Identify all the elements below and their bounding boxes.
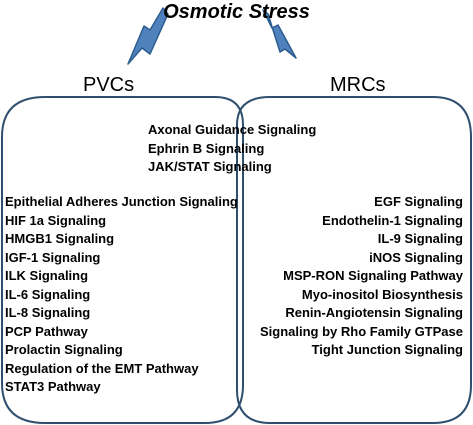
- mrcs-label: MRCs: [330, 74, 386, 96]
- shared-item: Axonal Guidance Signaling: [148, 122, 317, 137]
- mrcs-item: Myo-inositol Biosynthesis: [301, 286, 463, 302]
- mrcs-item: Signaling by Rho Family GTPase: [260, 323, 463, 339]
- lightning-bolt-right-icon: [262, 9, 297, 59]
- pvcs-item: IL-8 Signaling: [5, 305, 91, 320]
- pvcs-item: Regulation of the EMT Pathway: [5, 360, 199, 376]
- shared-item: JAK/STAT Signaling: [148, 159, 272, 174]
- mrcs-items-list: EGF Signaling Endothelin-1 Signaling IL-…: [260, 193, 463, 360]
- mrcs-item: IL-9 Signaling: [377, 231, 463, 246]
- mrcs-item: Renin-Angiotensin Signaling: [285, 305, 463, 320]
- lightning-bolt-left-icon: [127, 7, 169, 65]
- mrcs-item: Tight Junction Signaling: [311, 342, 463, 357]
- mrcs-set-outline: [236, 96, 472, 424]
- shared-items-list: Axonal Guidance Signaling Ephrin B Signa…: [148, 121, 316, 177]
- pvcs-item: PCP Pathway: [5, 323, 88, 339]
- mrcs-item: EGF Signaling: [374, 194, 463, 209]
- pvcs-items-list: Epithelial Adheres Junction Signaling HI…: [5, 193, 238, 397]
- shared-item: Ephrin B Signaling: [148, 140, 265, 156]
- pvcs-label: PVCs: [83, 74, 135, 96]
- mrcs-item: Endothelin-1 Signaling: [322, 212, 463, 228]
- pvcs-item: ILK Signaling: [5, 268, 89, 283]
- pvcs-item: Prolactin Signaling: [5, 342, 123, 357]
- pvcs-item: IGF-1 Signaling: [5, 249, 101, 265]
- pvcs-item: HIF 1a Signaling: [5, 212, 107, 228]
- pvcs-set-outline: [1, 96, 244, 424]
- diagram-title: Osmotic Stress: [163, 1, 310, 23]
- pvcs-item: STAT3 Pathway: [5, 379, 101, 394]
- mrcs-item: iNOS Signaling: [369, 249, 463, 265]
- pvcs-item: Epithelial Adheres Junction Signaling: [5, 194, 238, 209]
- mrcs-item: MSP-RON Signaling Pathway: [283, 268, 463, 283]
- pvcs-item: IL-6 Signaling: [5, 286, 91, 302]
- pvcs-item: HMGB1 Signaling: [5, 231, 115, 246]
